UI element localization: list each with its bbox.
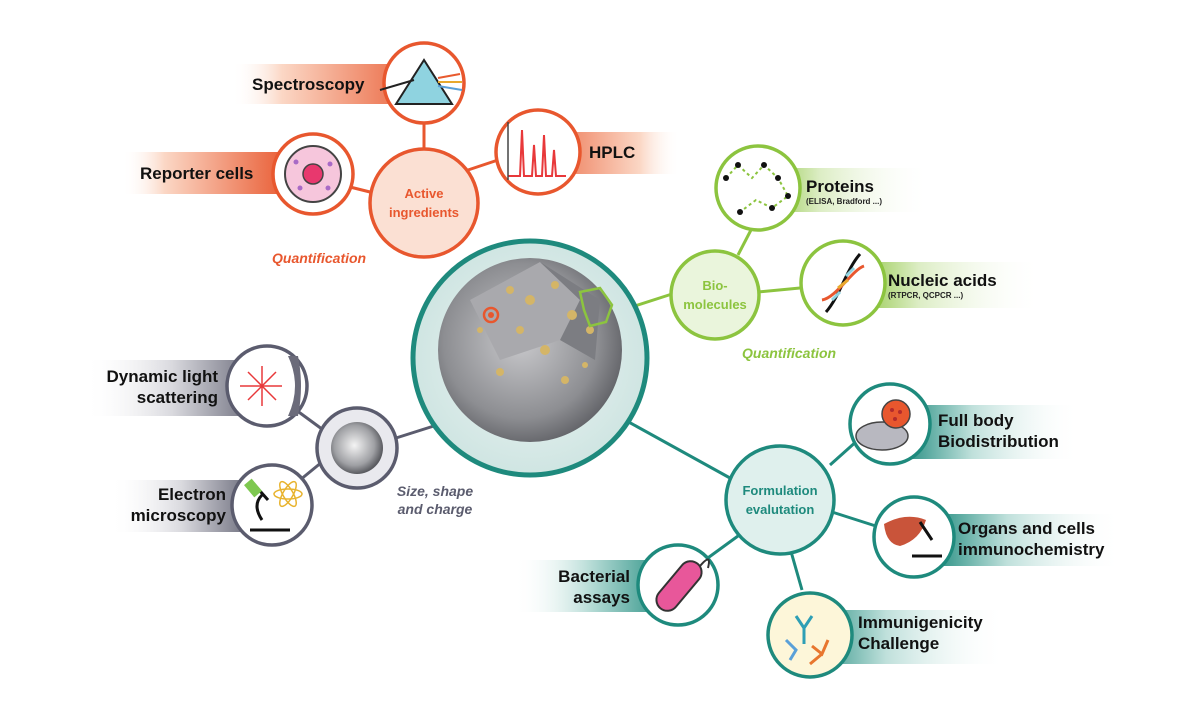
fullbody-line1: Full body [938,410,1059,431]
immuno-line2: Challenge [858,633,983,654]
bio-node-line2: molecules [675,295,755,314]
proteins-label: Proteins (ELISA, Bradford ...) [806,176,882,207]
proteins-subtitle: (ELISA, Bradford ...) [806,197,882,207]
nucleic-acids-circle [801,241,885,325]
size-caption-line1: Size, shape [380,482,490,500]
size-caption: Size, shape and charge [380,482,490,518]
bio-node-line1: Bio- [675,276,755,295]
organs-line1: Organs and cells [958,518,1104,539]
immuno-line1: Immunigenicity [858,612,983,633]
fullbody-label: Full body Biodistribution [938,410,1059,452]
spectroscopy-circle [380,43,464,123]
organs-line2: immunochemistry [958,539,1104,560]
bio-caption: Quantification [742,344,836,362]
active-ingredients-node-label: Active ingredients [374,184,474,222]
hplc-circle [496,110,580,194]
em-line2: microscopy [116,505,226,526]
dls-circle [227,346,307,426]
proteins-circle [716,146,800,230]
em-line1: Electron [116,484,226,505]
active-node-line1: Active [374,184,474,203]
hplc-label: HPLC [589,142,635,163]
formulation-node-label: Formulation evalutation [725,481,835,519]
immuno-label: Immunigenicity Challenge [858,612,983,654]
bacterial-label: Bacterial assays [530,566,630,608]
size-caption-line2: and charge [380,500,490,518]
fullbody-circle [850,384,930,464]
dls-line2: scattering [90,387,218,408]
bacterial-circle [638,545,718,625]
immuno-circle [768,593,852,677]
bacterial-line2: assays [530,587,630,608]
nucleic-title: Nucleic acids [888,271,997,290]
reporter-cells-label: Reporter cells [140,163,253,184]
dls-label: Dynamic light scattering [90,366,218,408]
spectroscopy-label: Spectroscopy [252,74,364,95]
formulation-node-line1: Formulation [725,481,835,500]
organs-label: Organs and cells immunochemistry [958,518,1104,560]
em-label: Electron microscopy [116,484,226,526]
size-node [317,408,397,488]
em-circle [232,465,312,545]
formulation-node-line2: evalutation [725,500,835,519]
active-node-line2: ingredients [374,203,474,222]
nucleic-subtitle: (RTPCR, QCPCR ...) [888,291,997,301]
fullbody-line2: Biodistribution [938,431,1059,452]
bacterial-line1: Bacterial [530,566,630,587]
biomolecules-node-label: Bio- molecules [675,276,755,314]
central-nanoparticle [413,241,647,475]
organs-circle [874,497,954,577]
proteins-title: Proteins [806,177,874,196]
dls-line1: Dynamic light [90,366,218,387]
particle-icon [331,422,383,474]
nucleic-acids-label: Nucleic acids (RTPCR, QCPCR ...) [888,270,997,301]
reporter-cells-circle [273,134,353,214]
active-caption: Quantification [272,249,366,267]
